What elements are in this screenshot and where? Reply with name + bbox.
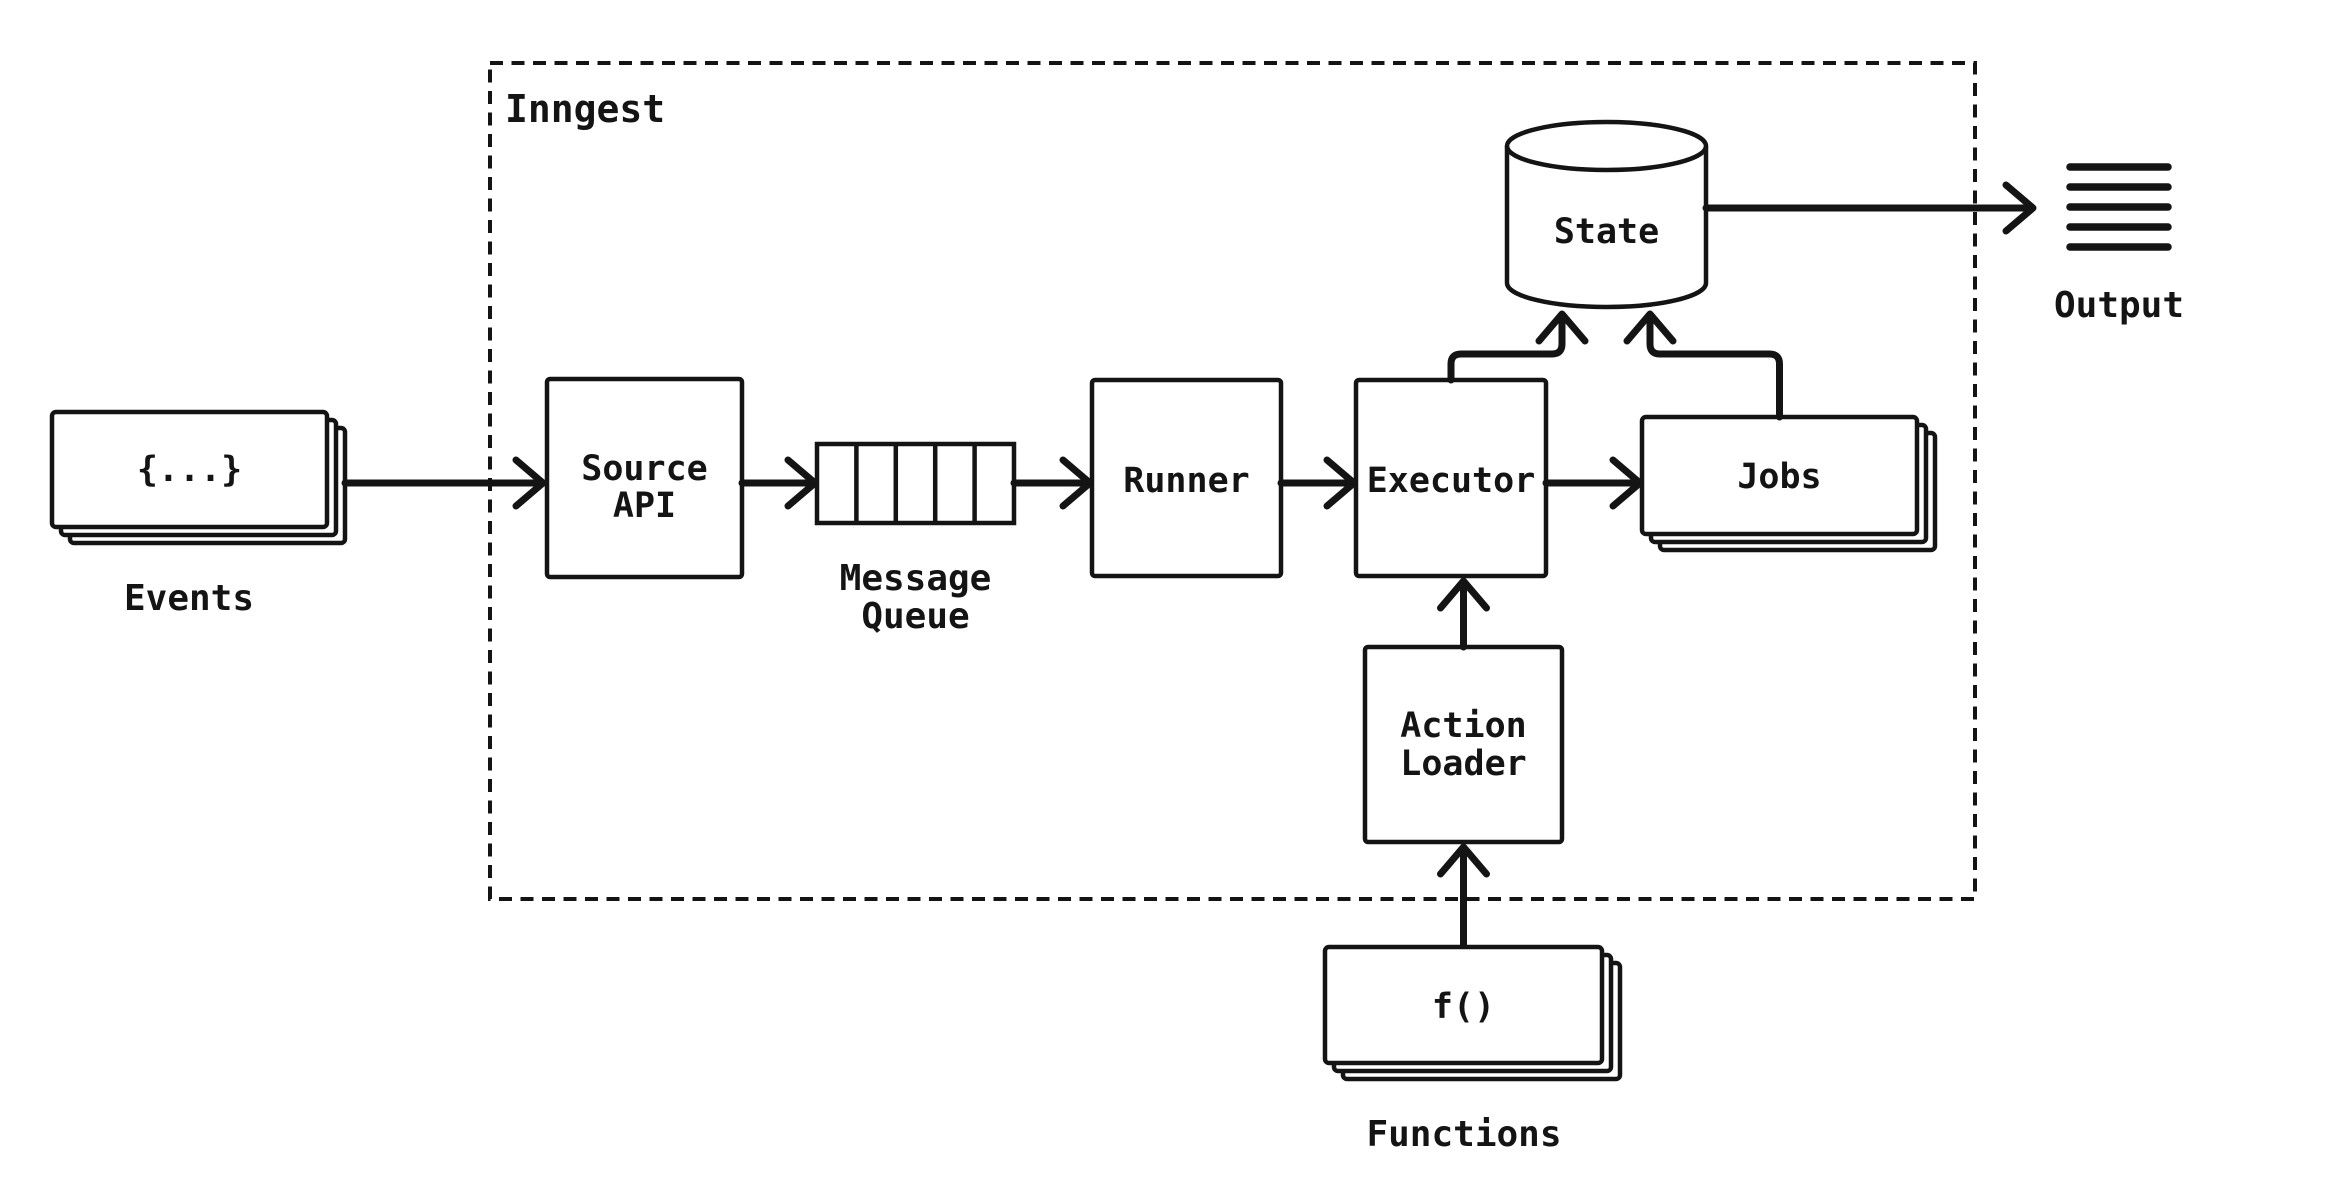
- events-node: {...} Events: [49, 409, 348, 619]
- functions-stack-front-icon: [1322, 944, 1605, 1066]
- message-queue-caption-line2: Queue: [861, 596, 969, 637]
- arrow-source-api-to-message-queue: [738, 456, 819, 510]
- source-api-box: [544, 376, 745, 580]
- arrow-action-loader-to-executor: [1437, 577, 1490, 651]
- arrow-executor-to-state: [1447, 310, 1589, 384]
- functions-symbol: f(): [1432, 987, 1495, 1027]
- arrow-functions-to-action-loader: [1437, 843, 1490, 951]
- state-node: State: [1504, 119, 1709, 310]
- source-api-node: Source API: [544, 376, 745, 580]
- action-loader-node: Action Loader: [1362, 644, 1565, 845]
- runner-label: Runner: [1123, 461, 1249, 501]
- arrow-executor-to-jobs: [1542, 456, 1644, 510]
- message-queue-node: Message Queue: [814, 441, 1017, 637]
- events-stack-front-icon: [49, 409, 330, 530]
- output-lines-icon: [2066, 163, 2172, 251]
- state-label: State: [1554, 212, 1659, 252]
- arrow-runner-to-executor: [1277, 456, 1358, 510]
- executor-label: Executor: [1367, 461, 1536, 501]
- arrow-jobs-to-state: [1623, 310, 1783, 421]
- message-queue-caption-line1: Message: [840, 558, 992, 599]
- source-api-label-line2: API: [613, 486, 676, 526]
- state-cylinder-top-icon: [1504, 119, 1709, 173]
- jobs-label: Jobs: [1737, 457, 1821, 497]
- message-queue-cell-dividers: [854, 444, 977, 523]
- runner-node: Runner: [1089, 377, 1284, 579]
- arrow-message-queue-to-runner: [1010, 456, 1094, 510]
- events-caption: Events: [124, 578, 254, 619]
- runner-box: [1089, 377, 1284, 579]
- system-boundary-title: Inngest: [505, 87, 665, 131]
- source-api-label-line1: Source: [581, 449, 707, 489]
- events-symbol: {...}: [137, 450, 242, 490]
- action-loader-label-line1: Action: [1400, 706, 1526, 746]
- action-loader-label-line2: Loader: [1400, 744, 1526, 784]
- output-caption: Output: [2054, 285, 2184, 326]
- arrow-state-to-output: [1702, 181, 2037, 235]
- state-cylinder-body-icon: [1504, 146, 1709, 310]
- jobs-node: Jobs: [1639, 414, 1938, 553]
- arrow-events-to-source-api: [341, 456, 547, 510]
- output-node: Output: [2054, 163, 2184, 326]
- functions-caption: Functions: [1366, 1114, 1561, 1155]
- executor-node: Executor: [1353, 377, 1549, 579]
- message-queue-icon: [814, 441, 1017, 526]
- functions-node: f() Functions: [1322, 944, 1623, 1155]
